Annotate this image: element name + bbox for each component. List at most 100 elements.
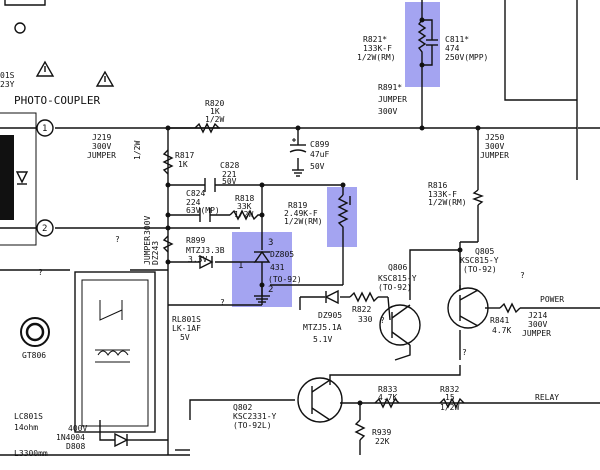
dz243-jumper-label: JUMPER [143, 236, 152, 265]
c811-capacitor [426, 39, 438, 55]
unknown-5: ? [462, 348, 467, 357]
unknown-1: ? [115, 235, 120, 244]
rl801s-value: LK-1AF [172, 324, 201, 333]
power-label: POWER [540, 295, 564, 304]
r822-resistor [349, 291, 379, 303]
r820-resistor [194, 122, 220, 134]
j214-value: 300V [528, 320, 547, 329]
c811-rating: 250V(MPP) [445, 53, 488, 62]
c824-value: 224 [186, 198, 201, 207]
warning-icons [35, 60, 115, 87]
c828-value: 221 [222, 170, 237, 179]
j250-ref: J250 [485, 133, 504, 142]
r821-value: 133K-F [363, 44, 392, 53]
j214-jumper: JUMPER [522, 329, 551, 338]
unknown-4: ? [380, 316, 385, 325]
q805-ref: Q805 [475, 247, 494, 256]
d808-diode [114, 432, 140, 448]
q802-package: (TO-92L) [233, 421, 272, 430]
d808-voltage: 400V [68, 424, 87, 433]
q802-ref: Q802 [233, 403, 252, 412]
rl801s-ref: RL801S [172, 315, 201, 324]
wires [0, 0, 600, 456]
r832-rating: 1/2W [440, 403, 459, 412]
c828-capacitor [204, 178, 216, 192]
c828-rating: 50V [222, 177, 237, 186]
j219-ref: J219 [92, 133, 111, 142]
r822-value: 330 [358, 315, 373, 324]
dz905-value: MTZJ5.1A [303, 323, 342, 332]
lc801s-value: 14ohm [14, 423, 38, 432]
photocoupler-label: PHOTO-COUPLER [14, 94, 100, 107]
c828-ref: C828 [220, 161, 239, 170]
q806-transistor [379, 304, 421, 346]
r841-resistor [499, 302, 521, 314]
dz805-value: 431 [270, 263, 285, 272]
dz805-shunt-regulator [240, 240, 271, 303]
q806-package: (TO-92) [378, 283, 412, 292]
r817-ref: R817 [175, 151, 194, 160]
c899-capacitor [289, 138, 307, 177]
r821-resistor [417, 19, 427, 65]
photocoupler-pin-1: 1 [42, 124, 47, 134]
j250-value: 300V [485, 142, 504, 151]
photocoupler-pins [0, 119, 54, 237]
r818-rating: 1/2W [234, 210, 253, 219]
j250-jumper: JUMPER [480, 151, 509, 160]
r818-ref: R818 [235, 194, 254, 203]
dz243-value: 300V [143, 216, 152, 235]
d801s-value: 23Y [0, 80, 15, 89]
r818-value: 33K [237, 202, 252, 211]
photocoupler-pin-2: 2 [42, 224, 47, 234]
r833-ref: R833 [378, 385, 397, 394]
dz805-pin1: 1 [238, 261, 243, 271]
r833-resistor [374, 397, 400, 409]
r816-ref: R816 [428, 181, 447, 190]
c899-ref: C899 [310, 140, 329, 149]
r820-ref: R820 [205, 99, 224, 108]
c824-capacitor [199, 208, 211, 222]
c824-rating: 63V(MP) [186, 206, 220, 215]
dz905-ref: DZ905 [318, 311, 342, 320]
r891-value: 300V [378, 107, 397, 116]
r939-resistor [354, 419, 366, 441]
rl801s-rating: 5V [180, 333, 190, 342]
r891-jumper: JUMPER [378, 95, 407, 104]
r820-value: 1K [210, 107, 220, 116]
d808-type: 1N4004 [56, 433, 85, 442]
r819-rating: 1/2W(RM) [284, 217, 323, 226]
c811-ref: C811* [445, 35, 469, 44]
gt806-connector [20, 317, 50, 347]
r899-zener [199, 254, 214, 270]
dz-mtzj33b: MTZJ3.3B [186, 246, 225, 255]
r939-value: 22K [375, 437, 390, 446]
q806-value: KSC815-Y [378, 274, 417, 283]
r899-ref: R899 [186, 236, 205, 245]
j219-value: 300V [92, 142, 111, 151]
lc801s-ref: LC801S [14, 412, 43, 421]
dz905-rating: 5.1V [313, 335, 332, 344]
component-labels: R821* 133K-F 1/2W(RM) C811* 474 250V(MPP… [0, 35, 564, 458]
r939-ref: R939 [372, 428, 391, 437]
relay-rl801s [74, 271, 156, 433]
q802-value: KSC2331-Y [233, 412, 277, 421]
r832-ref: R832 [440, 385, 459, 394]
l3300-label: L3300mm [14, 449, 48, 458]
gt806-label: GT806 [22, 351, 46, 360]
d801s-ref: 01S [0, 71, 15, 80]
r832-resistor [439, 397, 465, 409]
top-left-terminal [14, 22, 26, 34]
r822-ref: R822 [352, 305, 371, 314]
r841-ref: R841 [490, 316, 509, 325]
dz905-zener [324, 289, 339, 305]
r841-value: 4.7K [492, 326, 511, 335]
d808-ref: D808 [66, 442, 85, 451]
c824-ref: C824 [186, 189, 205, 198]
q805-transistor [447, 287, 489, 329]
r816-resistor [472, 189, 484, 206]
r833-value: 4.7K [378, 393, 397, 402]
dz805-pin3: 3 [268, 238, 273, 248]
half-watt-label: 1/2W [133, 141, 142, 160]
dz-3.3v: 3.3V [188, 255, 207, 264]
